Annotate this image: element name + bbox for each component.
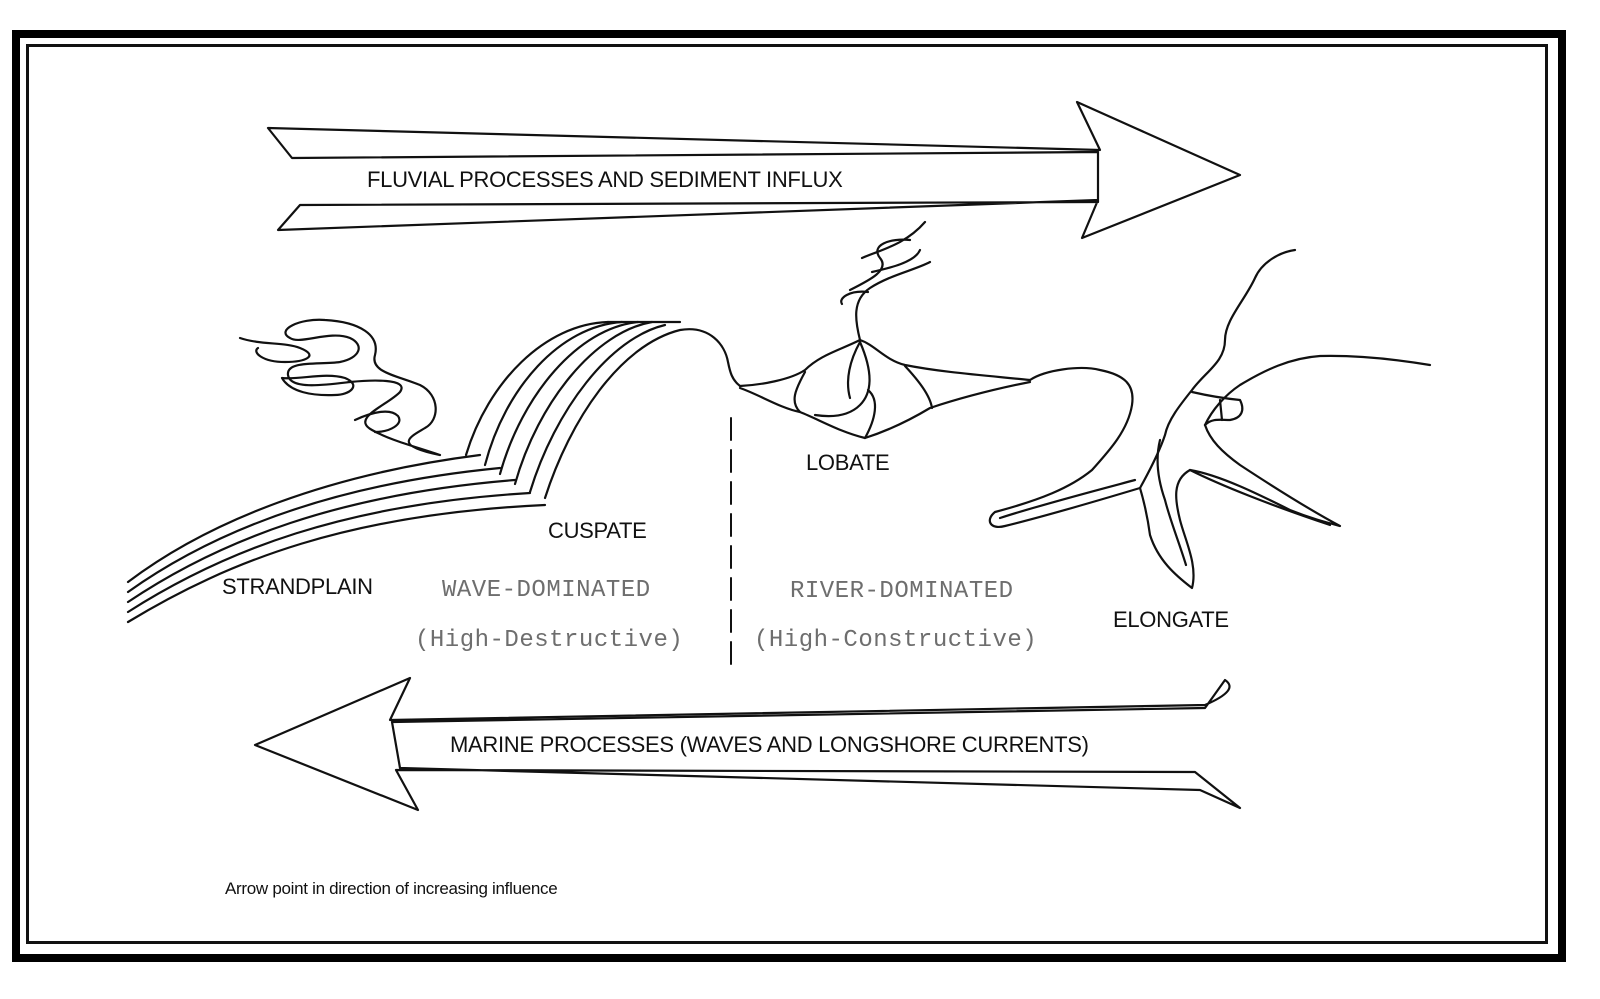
strandplain-river xyxy=(238,318,442,457)
lobate-delta xyxy=(738,220,1032,440)
cuspate-label: CUSPATE xyxy=(548,518,647,543)
cuspate-delta xyxy=(464,320,742,500)
elongate-label: ELONGATE xyxy=(1113,607,1229,632)
lobate-label: LOBATE xyxy=(806,450,890,475)
river-dominated-label: RIVER-DOMINATED xyxy=(790,578,1014,605)
wave-dominated-subtitle: (High-Destructive) xyxy=(415,627,684,654)
marine-arrow-label: MARINE PROCESSES (WAVES AND LONGSHORE CU… xyxy=(450,732,1089,757)
marine-arrow xyxy=(253,676,1242,812)
wave-dominated-label: WAVE-DOMINATED xyxy=(442,577,651,604)
strandplain-ridges xyxy=(126,453,547,624)
fluvial-arrow-label: FLUVIAL PROCESSES AND SEDIMENT INFLUX xyxy=(367,167,843,192)
inner-border xyxy=(26,44,1548,944)
river-dominated-subtitle: (High-Constructive) xyxy=(754,627,1038,654)
footnote: Arrow point in direction of increasing i… xyxy=(225,879,558,898)
elongate-delta xyxy=(988,248,1432,590)
fluvial-arrow xyxy=(266,100,1242,240)
strandplain-label: STRANDPLAIN xyxy=(222,574,373,599)
